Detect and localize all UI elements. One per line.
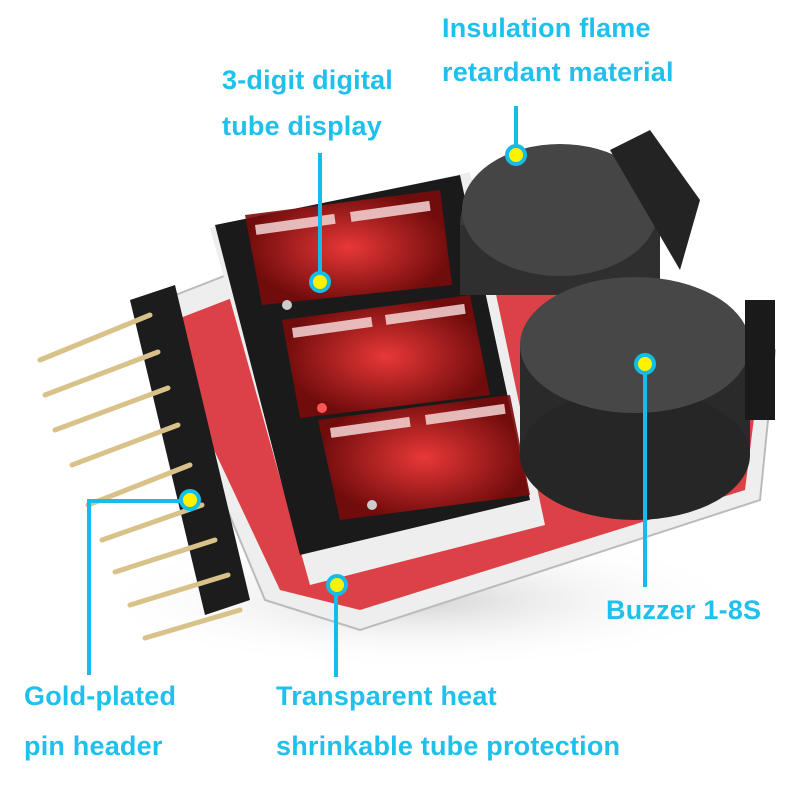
pin-header [37,285,250,641]
callout-buzzer-label: Buzzer 1-8S [606,592,761,628]
callout-display-marker [309,271,331,293]
callout-text-line: tube display [222,111,382,141]
callout-text-line: Buzzer 1-8S [606,595,762,625]
callout-text-line: 3-digit digital [222,65,393,95]
callout-insulation-label: Insulation flame retardant material [442,10,674,90]
callout-display-leader [318,153,322,281]
callout-tube-leader [334,585,338,677]
callout-text-line: Insulation flame [442,13,651,43]
callout-text-line: retardant material [442,57,674,87]
buzzer-bottom [520,277,775,520]
callout-pins-marker [179,489,201,511]
callout-display-label: 3-digit digital tube display [222,62,393,144]
callout-text-line: Transparent heat [276,681,497,711]
callout-pins-label: Gold-plated pin header [24,678,176,764]
callout-insulation-marker [505,144,527,166]
callout-pins-leader-horizontal [87,499,191,503]
callout-pins-leader-vertical [87,499,91,675]
callout-tube-marker [326,574,348,596]
buzzer-top [460,130,700,295]
callout-buzzer-marker [634,353,656,375]
callout-tube-label: Transparent heat shrinkable tube protect… [276,678,620,764]
callout-text-line: shrinkable tube protection [276,731,621,761]
callout-text-line: pin header [24,731,163,761]
callout-insulation-leader [514,106,518,154]
callout-buzzer-leader [643,365,647,587]
callout-text-line: Gold-plated [24,681,177,711]
